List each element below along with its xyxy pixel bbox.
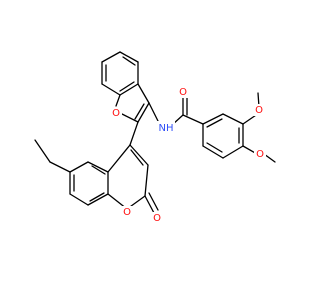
atom-o-ring-coumarin: O	[123, 207, 131, 218]
atom-o-amide: O	[179, 87, 187, 98]
molecule-diagram: O O NH O O O O	[34, 51, 276, 224]
bond-skeleton	[34, 51, 276, 214]
atom-n-amide: NH	[159, 123, 174, 134]
atom-o-methoxy-top: O	[255, 105, 263, 116]
atom-o-furan: O	[112, 108, 120, 119]
atom-o-methoxy-bottom: O	[256, 149, 264, 160]
atom-labels: O O NH O O O O	[110, 86, 266, 224]
atom-o-carbonyl-coumarin: O	[153, 213, 161, 224]
